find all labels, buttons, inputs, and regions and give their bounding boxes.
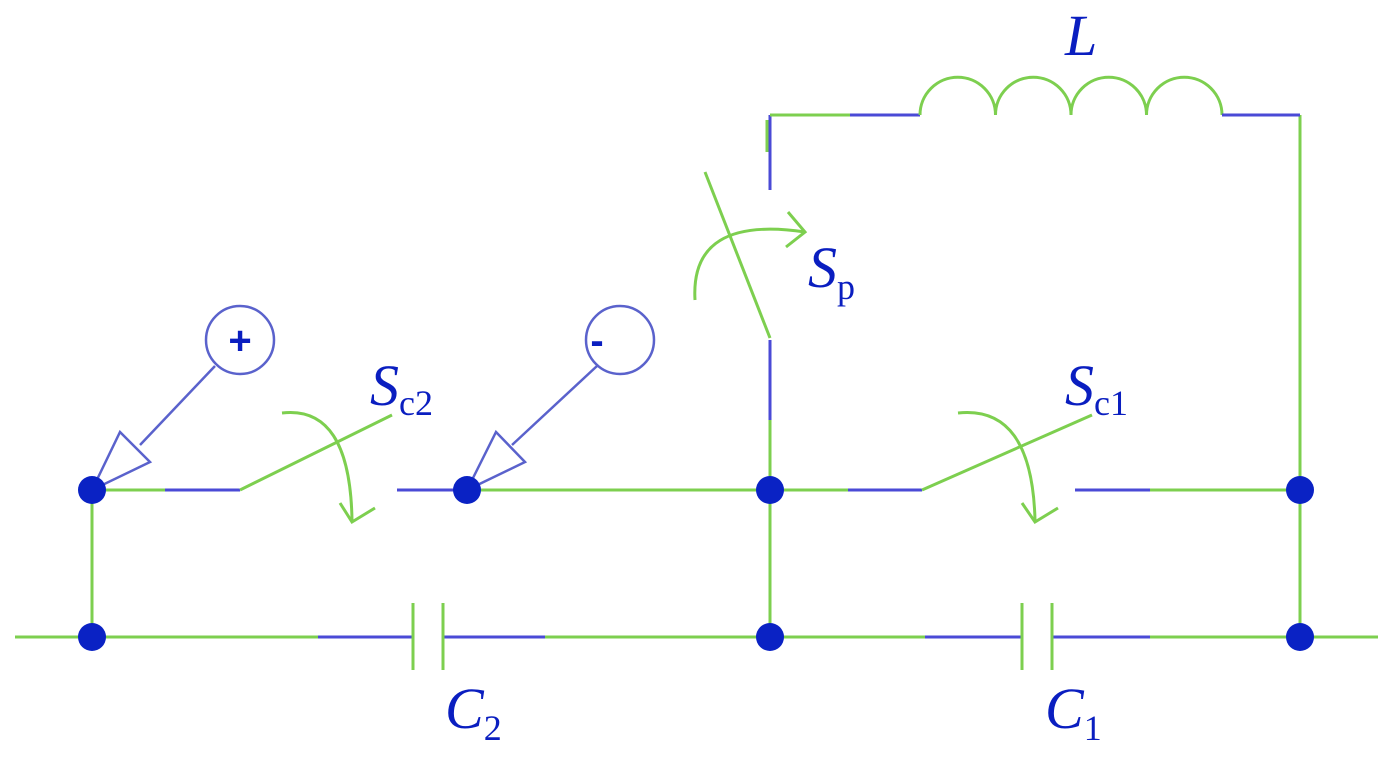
node — [453, 476, 481, 504]
switch-sc1 — [921, 410, 1093, 525]
label-sc2: Sc2 — [370, 353, 433, 423]
positive-probe — [89, 304, 276, 493]
capacitor-c2 — [411, 603, 445, 670]
inductor-l — [770, 75, 1300, 117]
node — [1286, 623, 1314, 651]
node — [78, 623, 106, 651]
negative-sign: - — [590, 319, 603, 363]
label-l: L — [1064, 3, 1097, 68]
capacitor-c1 — [1020, 603, 1054, 670]
vertical-wires — [90, 115, 1302, 637]
switch-sc2 — [239, 410, 393, 525]
label-c1: C1 — [1045, 676, 1102, 748]
node — [78, 476, 106, 504]
node — [756, 476, 784, 504]
negative-probe — [464, 304, 656, 493]
label-sp: Sp — [808, 235, 855, 307]
positive-sign: + — [228, 319, 251, 363]
label-sc1: Sc1 — [1065, 353, 1128, 423]
label-c2: C2 — [445, 676, 502, 748]
node — [1286, 476, 1314, 504]
junction-nodes — [78, 476, 1314, 651]
switch-sp — [693, 171, 808, 339]
node — [756, 623, 784, 651]
